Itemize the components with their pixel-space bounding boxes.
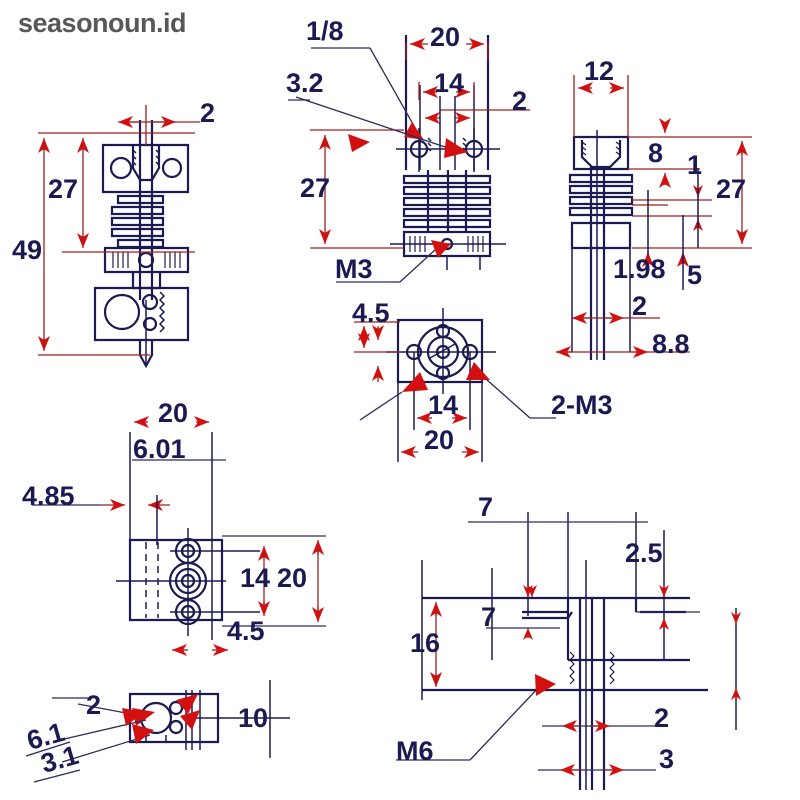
dim-label-v6-10: 10 [238, 703, 269, 733]
dim-label-v3-1: 1 [687, 150, 703, 180]
dim-label-v7-2: 2 [654, 703, 670, 733]
dim-label-v7-m6: M6 [396, 736, 434, 766]
view-small-block [25, 680, 290, 783]
dim-label-v3-88: 8.8 [652, 329, 690, 359]
dim-label-v5-45: 4.5 [227, 616, 265, 646]
view-heatsink-side [556, 75, 752, 360]
dim-label-v2-14: 14 [434, 68, 465, 98]
dim-label-v5-601: 6.01 [133, 434, 186, 464]
dim-label-v4-14: 14 [428, 390, 459, 420]
view-plate [32, 416, 326, 656]
dim-label-v4-2m3: 2-M3 [551, 390, 613, 420]
dim-label-v6-2: 2 [86, 690, 102, 720]
watermark-seasonoun: seasonoun.id [18, 8, 187, 38]
dim-label-v2-2: 2 [512, 86, 528, 116]
dim-label-v7-16: 16 [410, 628, 441, 658]
dim-label-v5-20top: 20 [158, 398, 189, 428]
dim-label-v7-3: 3 [659, 744, 675, 774]
dim-label-v1-2: 2 [200, 98, 216, 128]
dim-label-v4-20: 20 [424, 425, 455, 455]
dim-label-v3-8: 8 [648, 138, 664, 168]
dim-label-v3-27: 27 [716, 174, 747, 204]
dim-label-v5-20: 20 [277, 563, 308, 593]
dim-label-v7-7: 7 [481, 602, 497, 632]
dim-label-v3-12: 12 [584, 56, 615, 86]
dim-label-v2-32: 3.2 [286, 68, 324, 98]
view-front-section [38, 105, 200, 369]
dim-label-v2-27: 27 [300, 173, 331, 203]
dim-label-v2-m3: M3 [335, 254, 373, 284]
dim-label-v5-485: 4.85 [22, 481, 75, 511]
dim-label-v5-14: 14 [240, 563, 271, 593]
dim-label-v7-7top: 7 [478, 492, 494, 522]
dim-label-v1-27: 27 [48, 174, 79, 204]
dim-label-v3-198: 1.98 [613, 254, 666, 284]
dim-label-v7-25: 2.5 [625, 538, 663, 568]
view-block-top [354, 308, 556, 462]
dim-label-v2-20: 20 [430, 22, 461, 52]
dim-label-v2-oneeighth: 1/8 [306, 16, 344, 46]
dim-label-v3-2: 2 [632, 291, 648, 321]
dim-label-v1-49: 49 [12, 235, 43, 265]
dim-label-v3-5: 5 [687, 260, 703, 290]
dim-label-v4-45: 4.5 [352, 298, 390, 328]
view-heatsink-front [288, 35, 530, 283]
view-throat-detail [396, 512, 741, 790]
